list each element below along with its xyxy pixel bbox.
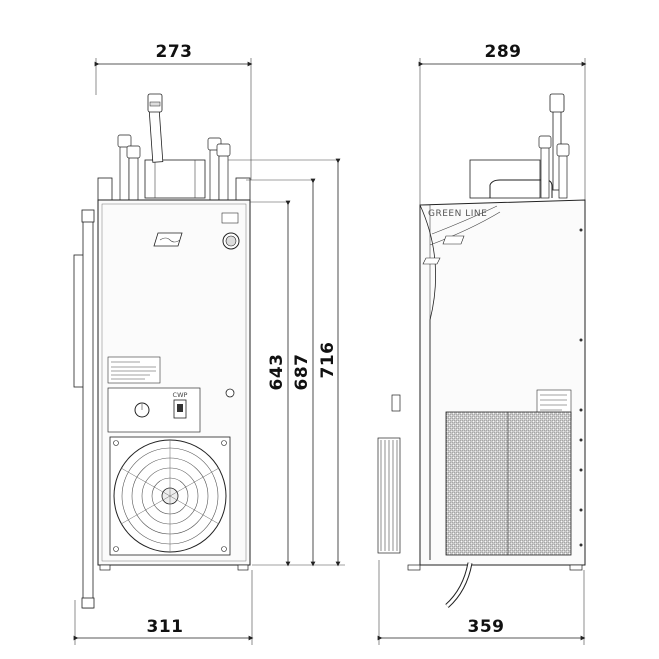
switch-label: CWP [173, 391, 188, 399]
condenser-grille [445, 411, 572, 556]
side-view: 289 359 GREEN LINE [377, 42, 587, 645]
height-total-label: 716 [318, 342, 338, 379]
front-view: 273 311 [73, 42, 254, 645]
control-panel: CWP [107, 387, 235, 433]
front-top-width-label: 273 [156, 42, 193, 62]
height-body-label: 643 [267, 354, 287, 391]
front-fittings [97, 93, 251, 201]
front-top-width-dimension: 273 [94, 42, 253, 180]
condenser-fan [109, 436, 231, 556]
side-top-width-label: 289 [485, 42, 522, 62]
green-line-brand: GREEN LINE [428, 209, 487, 219]
pressure-gauge [221, 212, 240, 250]
side-drain-hose [445, 562, 473, 608]
height-dimensions: 643 687 716 [228, 158, 345, 567]
front-bottom-width-label: 311 [147, 617, 184, 637]
side-bottom-width-dimension: 359 [377, 560, 586, 645]
drain-pipe [73, 209, 95, 609]
height-fittings-label: 687 [292, 354, 312, 391]
front-bottom-width-dimension: 311 [73, 570, 254, 645]
side-top-width-dimension: 289 [418, 42, 587, 205]
side-fittings [469, 93, 570, 199]
side-bottom-width-label: 359 [468, 617, 505, 637]
warning-label [107, 356, 161, 384]
brand-logo-badge [153, 232, 183, 247]
side-hose-coil [377, 394, 401, 554]
